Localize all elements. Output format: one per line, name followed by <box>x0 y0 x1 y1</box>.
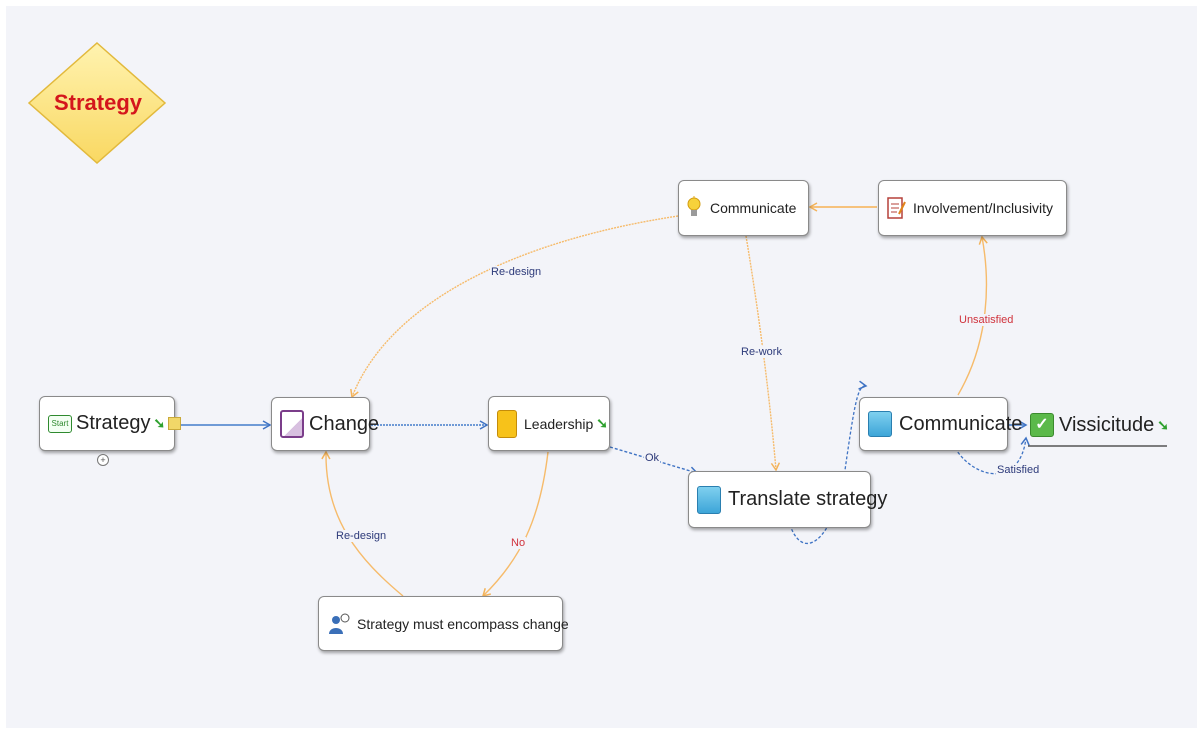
edge-label-satisfied: Satisfied <box>996 464 1041 476</box>
node-label: Involvement/Inclusivity <box>913 200 1054 216</box>
page-icon <box>280 410 304 438</box>
edge-label-ok: Ok <box>644 452 661 464</box>
edge-label-rework: Re-work <box>740 346 783 358</box>
node-change[interactable]: Change <box>271 397 379 451</box>
node-label: Vissicitude <box>1059 413 1155 436</box>
link-communicate-change <box>350 215 679 399</box>
node-label: Strategy must encompass change <box>357 615 569 632</box>
go-arrow-icon: ➘ <box>596 415 609 431</box>
edge-label-redesign-bottom: Re-design <box>335 530 388 542</box>
go-arrow-icon: ➘ <box>153 415 166 431</box>
card-icon <box>697 485 721 514</box>
notebook-icon <box>497 409 517 438</box>
link-satisfied-loop <box>954 436 1030 475</box>
link-translate-communicate <box>786 380 868 545</box>
edge-label-no: No <box>510 537 527 549</box>
checkmark-icon: ✓ <box>1030 413 1054 437</box>
link-communicate-translate <box>745 235 781 472</box>
node-involvement[interactable]: Involvement/Inclusivity <box>878 180 1067 236</box>
checklist-icon <box>887 196 907 220</box>
node-label: Communicate <box>710 200 797 216</box>
node-translate-strategy[interactable]: Translate strategy <box>688 471 887 528</box>
title-diamond <box>27 41 167 165</box>
title-diamond-box[interactable]: Strategy <box>28 41 168 165</box>
node-communicate-top[interactable]: Communicate <box>678 180 809 236</box>
node-vissicitude[interactable]: ✓ Vissicitude ➘ <box>1030 410 1169 440</box>
node-strategy[interactable]: Start Strategy ➘ <box>39 396 182 451</box>
node-label: Translate strategy <box>728 488 888 510</box>
go-arrow-icon: ➘ <box>1157 416 1169 433</box>
link-communicate-involvement <box>957 235 988 396</box>
note-icon <box>168 417 182 430</box>
node-label: Leadership <box>524 415 594 432</box>
diagram-title: Strategy <box>53 90 143 115</box>
node-label: Strategy <box>76 412 151 434</box>
link-leadership-must <box>481 451 549 598</box>
node-strategy-must-encompass-change[interactable]: Strategy must encompass change <box>318 596 569 651</box>
collapse-icon[interactable]: + <box>97 454 109 466</box>
edge-label-unsatisfied: Unsatisfied <box>958 314 1015 326</box>
node-label: Communicate <box>899 412 1023 435</box>
start-icon: Start <box>48 414 72 433</box>
edge-label-redesign-top: Re-design <box>490 266 543 278</box>
diagram-canvas <box>6 6 1197 728</box>
node-leadership[interactable]: Leadership ➘ <box>488 396 610 451</box>
lightbulb-icon <box>687 196 701 220</box>
node-label: Change <box>309 412 380 435</box>
node-communicate-right[interactable]: Communicate <box>859 397 1022 451</box>
people-icon <box>327 612 351 636</box>
link-must-change <box>321 450 404 597</box>
card-icon <box>868 411 892 437</box>
